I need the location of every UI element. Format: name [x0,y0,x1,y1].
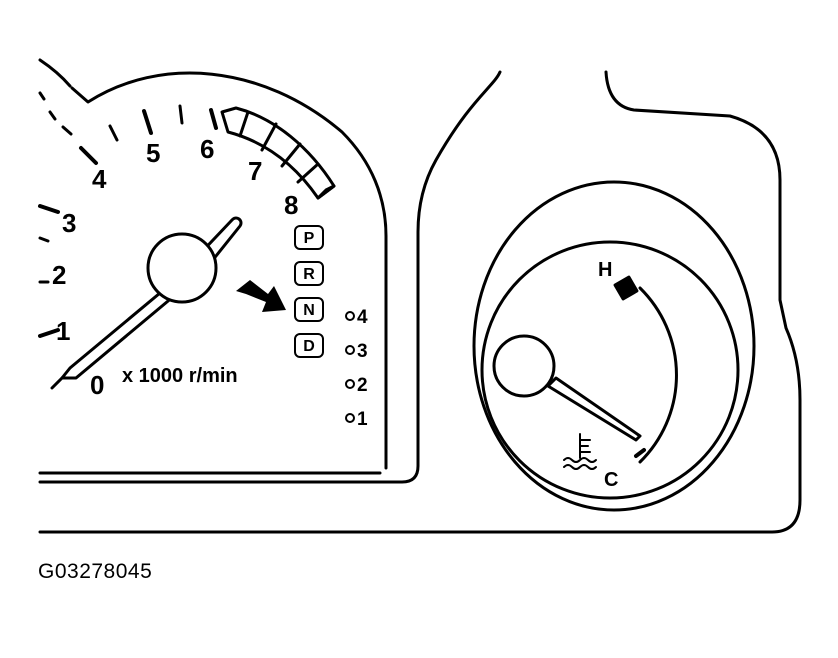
rpm-numeral-1: 1 [56,316,70,346]
temperature-hot-label: H [598,259,612,281]
tachometer-needle [50,216,243,390]
shift-label-d: D [303,338,315,355]
temperature-cold-tick [634,448,646,458]
shift-label-r: R [303,266,315,283]
right-housing-outline [38,70,802,534]
temperature-needle [492,334,642,442]
rpm-numeral-0: 0 [90,370,104,400]
gear-indicator-dots [345,311,355,423]
temperature-cold-label: C [604,469,618,491]
tachometer-numerals: 0 1 2 3 4 5 6 7 8 [52,134,298,400]
gear-label-3: 3 [357,341,368,362]
gear-label-4: 4 [357,307,368,328]
rpm-numeral-5: 5 [146,138,160,168]
shift-indicator [294,225,324,358]
shift-box-d [294,333,324,358]
gear-label-2: 2 [357,375,368,396]
temperature-gauge-face [480,240,740,500]
rpm-numeral-8: 8 [284,190,298,220]
upper-left-housing-edge [38,58,72,88]
cluster-outer-outline [38,70,502,484]
shift-label-n: N [303,302,315,319]
shift-box-n [294,297,324,322]
tachometer-face-outline [70,71,388,470]
gear-label-1: 1 [357,409,368,430]
tachometer-tick-marks [38,91,218,338]
figure-code: G03278045 [38,560,152,583]
temperature-hot-marker [613,275,639,301]
rpm-numeral-3: 3 [62,208,76,238]
shift-box-r [294,261,324,286]
rpm-numeral-7: 7 [248,156,262,186]
coolant-temperature-icon [563,433,597,470]
tachometer-redline-zone [220,106,336,200]
shift-label-p: P [304,230,315,247]
active-position-arrow [236,280,286,312]
rpm-unit-label: x 1000 r/min [122,365,238,387]
rpm-numeral-2: 2 [52,260,66,290]
rpm-numeral-4: 4 [92,164,107,194]
temperature-scale-arc [638,286,678,464]
temperature-gauge-bezel [472,180,756,512]
rpm-numeral-6: 6 [200,134,214,164]
shift-box-p [294,225,324,250]
